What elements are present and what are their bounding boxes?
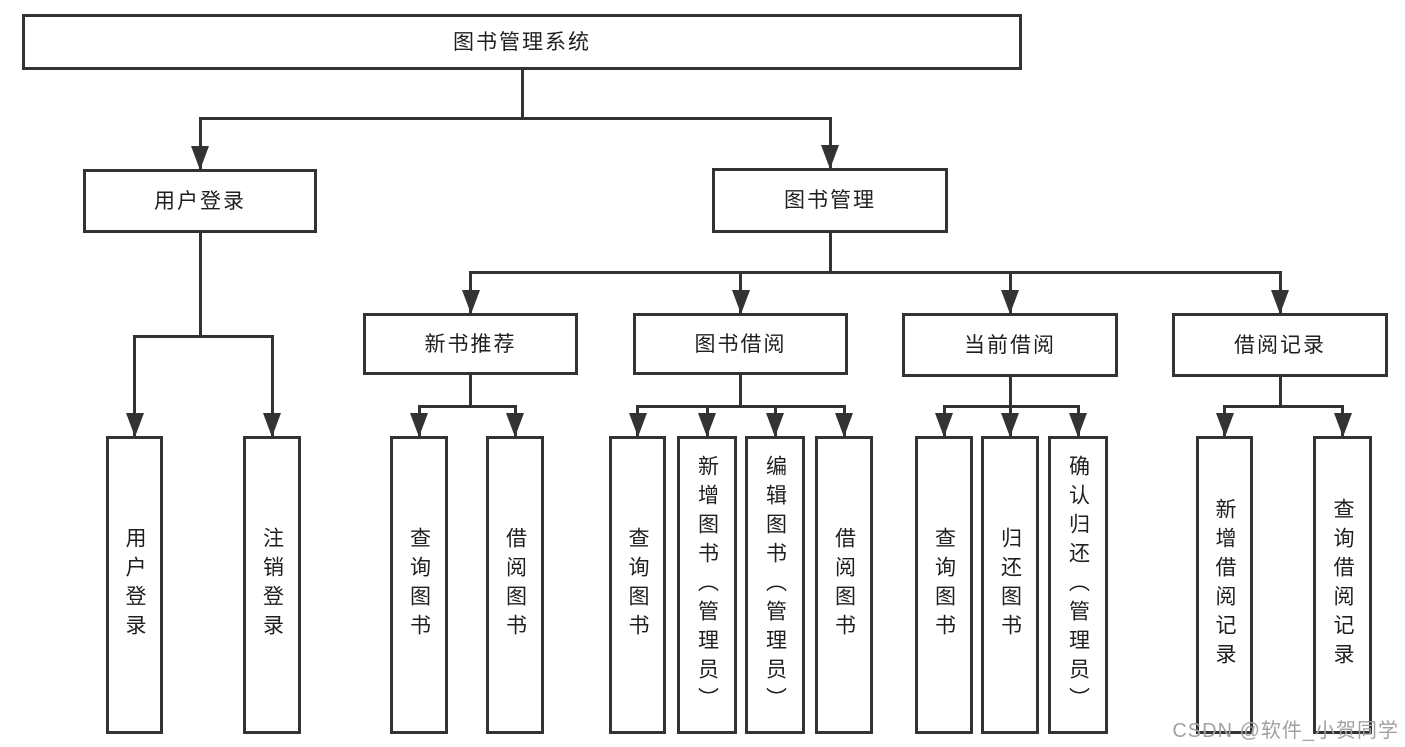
node-label-book-borrow: 图书借阅 bbox=[694, 332, 787, 356]
connector-line bbox=[828, 118, 832, 168]
node-query-books-1: 查询图书 bbox=[390, 436, 448, 734]
arrow-down-icon bbox=[125, 413, 144, 437]
arrow-down-icon bbox=[461, 290, 480, 314]
node-label-return-books: 归还图书 bbox=[998, 527, 1022, 643]
connector-line bbox=[1223, 404, 1344, 408]
connector-line bbox=[828, 233, 832, 274]
arrow-down-icon bbox=[263, 413, 281, 437]
arrow-down-icon bbox=[766, 413, 784, 437]
node-return-books: 归还图书 bbox=[981, 436, 1039, 734]
arrow-down-icon bbox=[1333, 413, 1352, 437]
node-label-add-book-admin: 新增图书（管理员） bbox=[695, 454, 719, 716]
node-label-borrow-records: 借阅记录 bbox=[1234, 333, 1326, 357]
node-query-borrow-record: 查询借阅记录 bbox=[1313, 436, 1372, 734]
arrow-down-icon bbox=[506, 413, 524, 437]
node-root: 图书管理系统 bbox=[22, 14, 1022, 70]
node-book-mgmt: 图书管理 bbox=[712, 168, 948, 233]
arrow-down-icon bbox=[191, 146, 209, 170]
node-user-login: 用户登录 bbox=[83, 169, 317, 233]
connector-line bbox=[270, 336, 274, 436]
connector-line bbox=[198, 233, 202, 338]
node-label-root: 图书管理系统 bbox=[453, 30, 591, 54]
arrow-down-icon bbox=[1271, 290, 1289, 314]
arrow-down-icon bbox=[410, 413, 428, 437]
node-label-borrow-books-1: 借阅图书 bbox=[503, 527, 527, 643]
node-edit-book-admin: 编辑图书（管理员） bbox=[745, 436, 805, 734]
node-label-user-login-leaf: 用户登录 bbox=[123, 527, 146, 643]
node-label-query-books-2: 查询图书 bbox=[626, 527, 649, 643]
node-label-book-mgmt: 图书管理 bbox=[784, 189, 876, 212]
node-add-book-admin: 新增图书（管理员） bbox=[677, 436, 737, 734]
node-label-new-book-rec: 新书推荐 bbox=[424, 332, 517, 356]
node-label-add-borrow-record: 新增借阅记录 bbox=[1213, 498, 1236, 672]
node-confirm-return-admin: 确认归还（管理员） bbox=[1048, 436, 1108, 734]
connector-line bbox=[469, 375, 472, 408]
connector-line bbox=[636, 404, 846, 408]
connector-line bbox=[133, 336, 136, 436]
node-borrow-books-1: 借阅图书 bbox=[486, 436, 544, 734]
connector-line bbox=[1008, 377, 1012, 408]
connector-line bbox=[417, 404, 517, 408]
node-new-book-rec: 新书推荐 bbox=[363, 313, 578, 375]
node-user-login-leaf: 用户登录 bbox=[106, 436, 163, 734]
node-query-books-3: 查询图书 bbox=[915, 436, 973, 734]
node-label-edit-book-admin: 编辑图书（管理员） bbox=[763, 454, 787, 716]
arrow-down-icon bbox=[821, 145, 839, 169]
arrow-down-icon bbox=[1001, 413, 1019, 437]
connector-line bbox=[198, 118, 202, 169]
node-label-logout-leaf: 注销登录 bbox=[260, 527, 284, 643]
node-label-confirm-return-admin: 确认归还（管理员） bbox=[1066, 454, 1090, 716]
node-label-query-books-3: 查询图书 bbox=[932, 527, 956, 643]
connector-line bbox=[1278, 377, 1282, 408]
node-borrow-books-2: 借阅图书 bbox=[815, 436, 873, 734]
node-query-books-2: 查询图书 bbox=[609, 436, 666, 734]
connector-line bbox=[469, 270, 1282, 274]
node-add-borrow-record: 新增借阅记录 bbox=[1196, 436, 1253, 734]
node-label-query-books-1: 查询图书 bbox=[407, 527, 431, 643]
connector-line bbox=[133, 334, 274, 338]
arrow-down-icon bbox=[1001, 290, 1019, 314]
connector-line bbox=[520, 70, 524, 120]
arrow-down-icon bbox=[935, 413, 953, 437]
node-label-query-borrow-record: 查询借阅记录 bbox=[1331, 498, 1354, 672]
arrow-down-icon bbox=[698, 413, 716, 437]
arrow-down-icon bbox=[731, 290, 750, 314]
arrow-down-icon bbox=[1069, 413, 1087, 437]
node-current-borrow: 当前借阅 bbox=[902, 313, 1118, 377]
arrow-down-icon bbox=[1215, 413, 1234, 437]
arrow-down-icon bbox=[835, 413, 853, 437]
node-borrow-records: 借阅记录 bbox=[1172, 313, 1388, 377]
node-label-user-login: 用户登录 bbox=[154, 189, 246, 213]
connector-line bbox=[739, 375, 742, 408]
node-label-borrow-books-2: 借阅图书 bbox=[832, 527, 856, 643]
connector-line bbox=[198, 116, 832, 120]
watermark: CSDN @软件_小贺同学 bbox=[1172, 720, 1399, 742]
node-label-current-borrow: 当前借阅 bbox=[964, 333, 1056, 357]
node-logout-leaf: 注销登录 bbox=[243, 436, 301, 734]
node-book-borrow: 图书借阅 bbox=[633, 313, 848, 375]
arrow-down-icon bbox=[628, 413, 647, 437]
